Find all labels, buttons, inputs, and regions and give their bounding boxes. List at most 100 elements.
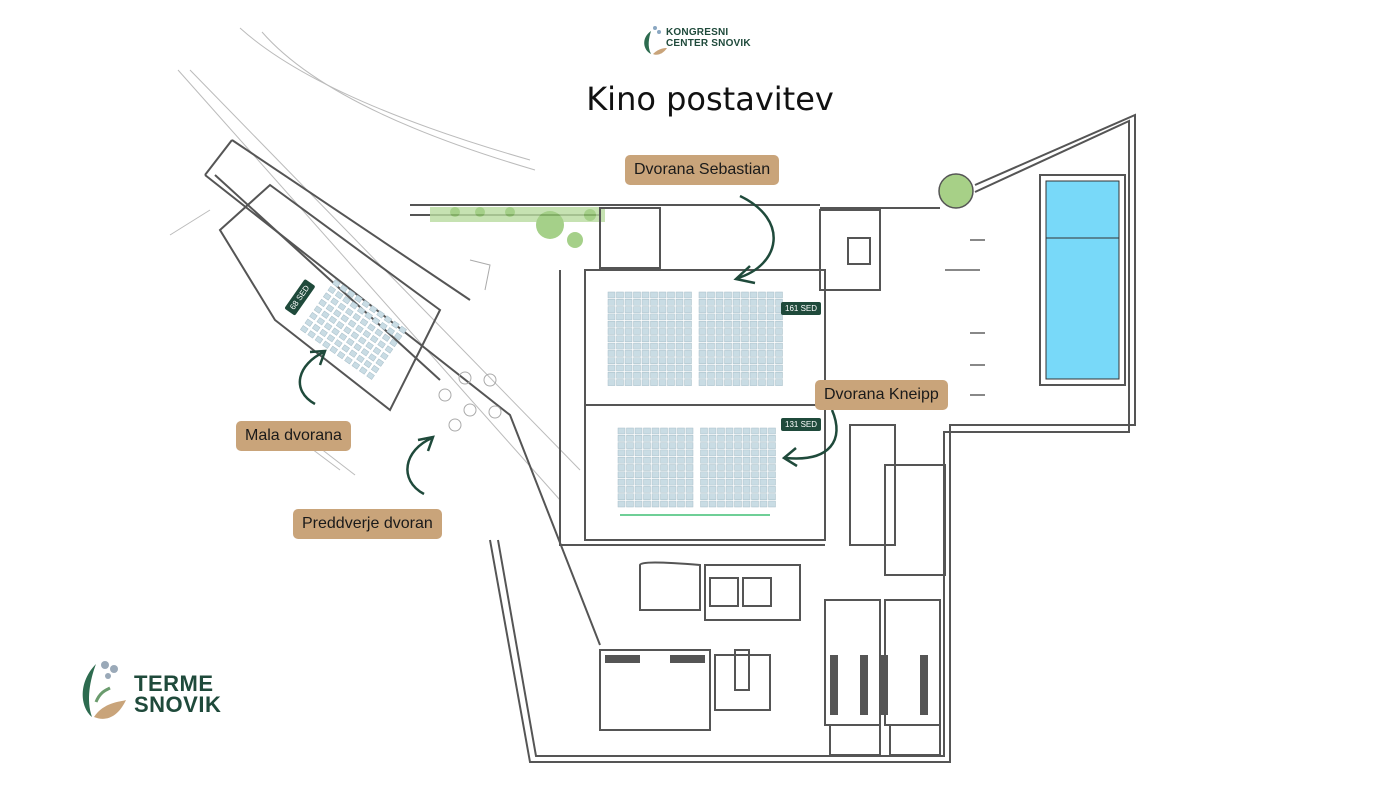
seat [634, 486, 643, 493]
seat [338, 332, 348, 341]
seat [650, 299, 658, 306]
seat [617, 456, 626, 464]
seat [658, 320, 667, 328]
seat [364, 311, 373, 320]
seat [768, 427, 776, 435]
seat [325, 304, 335, 313]
seat [708, 500, 717, 508]
seat [668, 435, 677, 442]
seat [759, 493, 768, 500]
seat [353, 343, 362, 352]
seat [741, 379, 749, 386]
seat [358, 366, 368, 375]
seat [641, 313, 650, 321]
kongresni-logo-icon [644, 26, 667, 55]
seat [616, 350, 624, 357]
seat [624, 379, 633, 386]
seat [717, 486, 725, 493]
seat [717, 427, 725, 435]
seat [658, 299, 667, 306]
seat [607, 299, 616, 306]
seat [677, 471, 685, 479]
sebastian-seats [607, 291, 783, 386]
seat [643, 435, 651, 442]
seat [749, 291, 758, 299]
seat [651, 464, 660, 471]
seat [668, 471, 677, 479]
seat [698, 313, 707, 321]
seat [741, 335, 749, 343]
seat [700, 435, 708, 442]
seat [658, 306, 667, 313]
seat [677, 435, 685, 442]
seat [724, 372, 732, 379]
seat [633, 372, 641, 379]
seat [617, 435, 626, 442]
seat [626, 435, 634, 442]
seat [643, 500, 651, 508]
seat [352, 313, 361, 322]
badge-sebastian: 161 SED [781, 302, 822, 315]
seat [660, 478, 668, 486]
seat [641, 320, 650, 328]
seat [375, 358, 385, 367]
seat [775, 320, 783, 328]
seat [758, 342, 766, 350]
seat [725, 464, 734, 471]
seat [725, 435, 734, 442]
seat [677, 449, 685, 457]
seat [643, 471, 651, 479]
seat [668, 442, 677, 449]
seat [607, 379, 616, 386]
seat [346, 289, 356, 298]
seat [734, 435, 742, 442]
seat [759, 442, 768, 449]
seat [758, 335, 766, 343]
seat [333, 309, 342, 318]
callout-mala: Mala dvorana [236, 421, 351, 451]
seat [675, 342, 684, 350]
seat [759, 435, 768, 442]
seat [667, 379, 675, 386]
seat [616, 313, 624, 321]
seat [361, 299, 371, 309]
seat [768, 471, 776, 479]
seat [617, 486, 626, 493]
seat [668, 456, 677, 464]
seat [724, 320, 732, 328]
seat [724, 291, 732, 299]
seat [660, 486, 668, 493]
seat [393, 332, 403, 341]
seat [742, 464, 751, 471]
seat [650, 335, 658, 343]
seat [667, 306, 675, 313]
seat [717, 449, 725, 457]
seat [376, 310, 385, 319]
seat [707, 299, 715, 306]
mala-dvorana-seats [300, 279, 407, 380]
seat [724, 306, 732, 313]
seat [339, 284, 348, 293]
seat [734, 464, 742, 471]
seat [741, 306, 749, 313]
seat [643, 478, 651, 486]
seat [660, 471, 668, 479]
seat [768, 435, 776, 442]
seat [766, 306, 775, 313]
seat [685, 500, 694, 508]
seat [708, 449, 717, 457]
seat [650, 328, 658, 335]
seat [707, 350, 715, 357]
seat [643, 442, 651, 449]
seat [759, 427, 768, 435]
seat [643, 449, 651, 457]
page-title: Kino postavitev [586, 80, 834, 118]
seat [617, 500, 626, 508]
seat [379, 321, 388, 331]
seat [346, 337, 355, 347]
seat [617, 449, 626, 457]
seat [641, 379, 650, 386]
seat [758, 372, 766, 379]
seat [700, 478, 708, 486]
seat [381, 333, 391, 342]
